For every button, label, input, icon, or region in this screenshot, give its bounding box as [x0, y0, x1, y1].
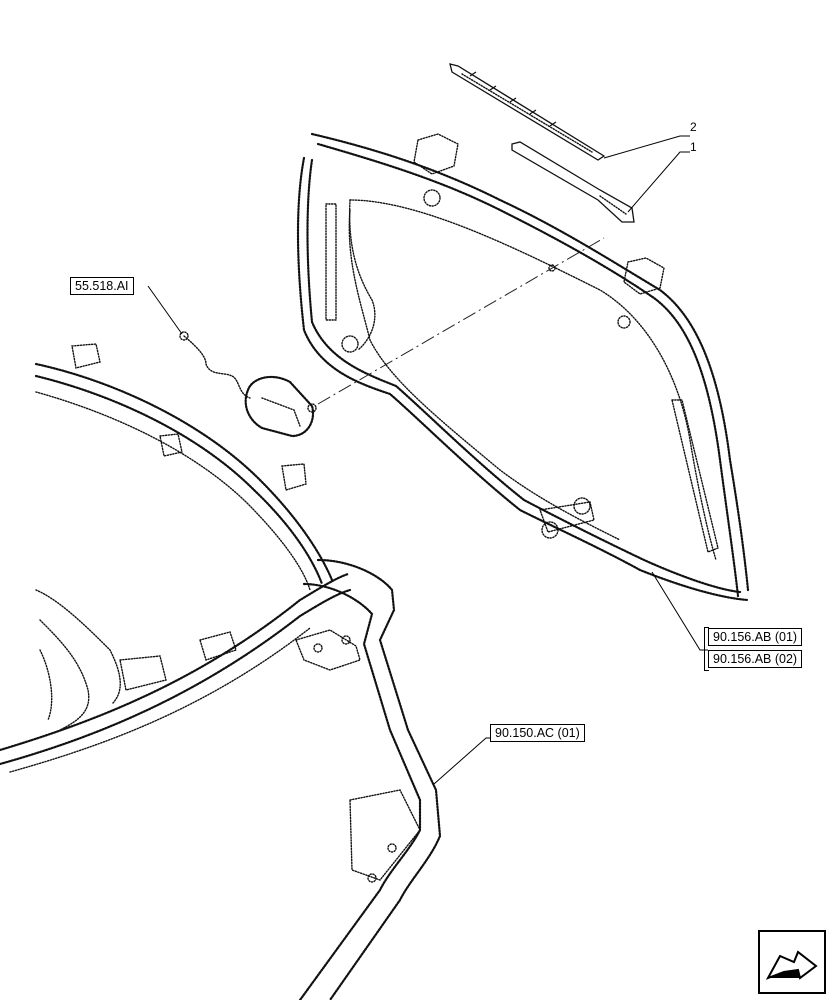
window-ref-bracket	[704, 627, 709, 671]
arrow-glyph	[765, 950, 818, 980]
wiring-harness	[179, 331, 251, 399]
window-ref-leader	[651, 571, 708, 651]
page-arrow-icon[interactable]	[758, 930, 826, 994]
sensor-ref-link[interactable]: 55.518.AI	[70, 277, 134, 295]
wiper-arm	[511, 141, 635, 223]
callout-2-leader	[603, 135, 690, 159]
cab-frame-ref-link[interactable]: 90.150.AC (01)	[490, 724, 585, 742]
assembly-centerline	[317, 237, 605, 405]
window-ref-link-2[interactable]: 90.156.AB (02)	[708, 650, 803, 668]
cab-frame	[0, 343, 442, 1000]
cab-frame-ref-leader	[433, 737, 492, 785]
wiper-blade	[449, 63, 606, 161]
sensor-ref-leader	[147, 285, 183, 335]
callout-1: 1	[690, 140, 697, 154]
callout-2: 2	[690, 120, 697, 134]
window-ref-link-1[interactable]: 90.156.AB (01)	[708, 628, 803, 646]
wiper-motor	[244, 375, 317, 438]
rear-window-frame	[296, 132, 750, 602]
callout-1-leader	[627, 151, 690, 213]
